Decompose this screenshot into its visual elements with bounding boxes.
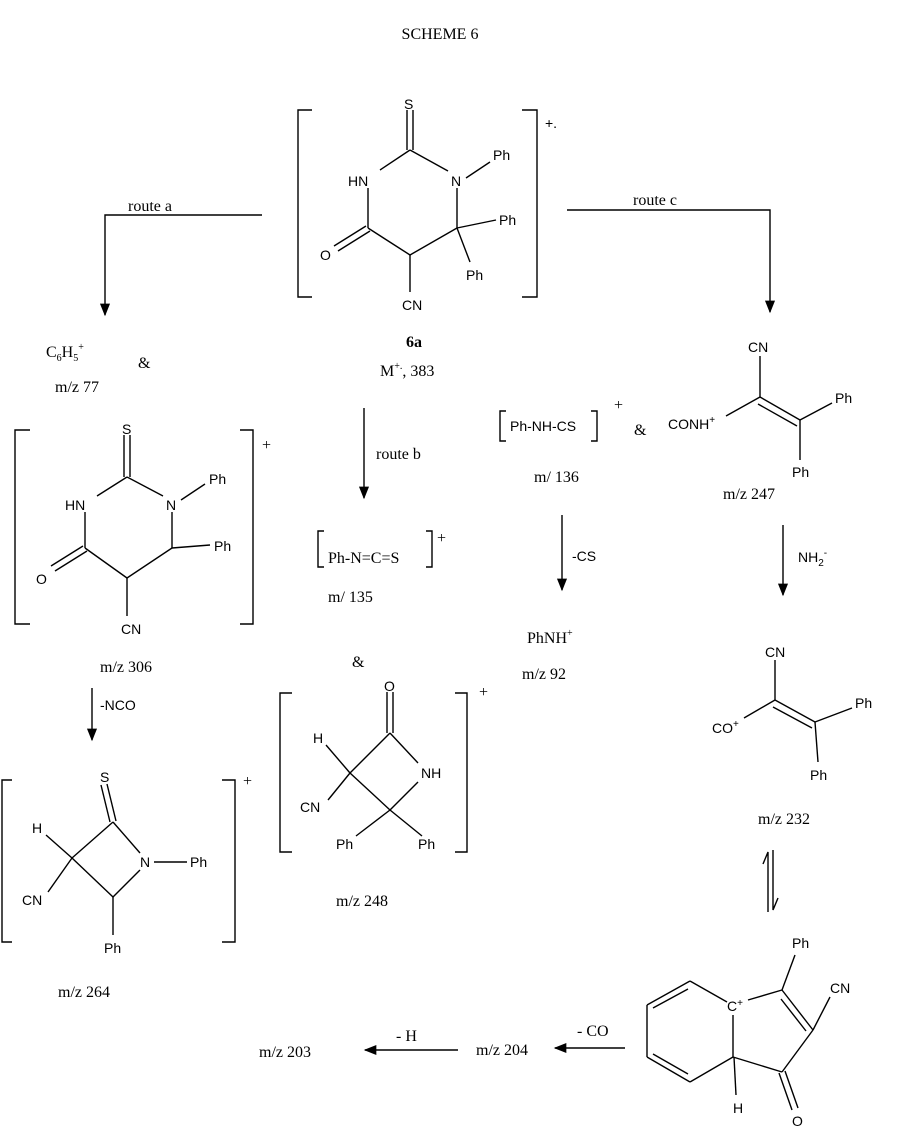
fragment-306-structure: + S HN N Ph Ph O CN xyxy=(14,421,271,637)
mz-77: m/z 77 xyxy=(55,379,99,396)
svg-text:H: H xyxy=(313,730,323,746)
svg-text:S: S xyxy=(100,769,109,785)
svg-text:NH: NH xyxy=(421,765,441,781)
ampersand: & xyxy=(352,654,365,671)
svg-text:Ph: Ph xyxy=(466,267,483,283)
loss-nco-label: -NCO xyxy=(100,697,136,713)
fragment-264-structure: + S H CN N Ph Ph xyxy=(1,769,252,956)
parent-ion-structure: +. S HN N Ph Ph Ph O CN xyxy=(297,96,557,313)
svg-text:N: N xyxy=(140,854,150,870)
svg-text:O: O xyxy=(36,571,47,587)
route-c-arrow xyxy=(567,209,776,314)
svg-text:+: + xyxy=(614,397,623,414)
mz-247: m/z 247 xyxy=(723,486,775,503)
phenyl-cation: C6H5+ xyxy=(46,342,84,364)
svg-text:CN: CN xyxy=(402,297,422,313)
svg-text:HN: HN xyxy=(348,173,368,189)
svg-text:Ph: Ph xyxy=(810,767,827,783)
mz-135: m/ 135 xyxy=(328,589,373,606)
svg-text:C+: C+ xyxy=(727,998,743,1014)
svg-text:CN: CN xyxy=(300,799,320,815)
svg-text:Ph: Ph xyxy=(104,940,121,956)
svg-text:Ph: Ph xyxy=(835,390,852,406)
fragment-232-structure: CN CO+ Ph Ph xyxy=(712,644,872,783)
svg-text:Ph: Ph xyxy=(499,212,516,228)
loss-nh2-label: NH2- xyxy=(798,548,827,569)
ampersand: & xyxy=(634,422,647,439)
svg-text:CN: CN xyxy=(830,980,850,996)
svg-text:+: + xyxy=(479,684,488,701)
fragment-248-structure: + O H NH CN Ph Ph xyxy=(279,678,488,853)
svg-text:H: H xyxy=(32,820,42,836)
loss-h-label: - H xyxy=(396,1028,417,1045)
svg-text:Ph: Ph xyxy=(792,464,809,480)
scheme-title: SCHEME 6 xyxy=(402,26,479,43)
molecular-ion-mass: M+., 383 xyxy=(380,361,434,380)
svg-text:CN: CN xyxy=(748,339,768,355)
isothiocyanate-ion: Ph-N=C=S + xyxy=(317,530,446,568)
svg-text:Ph: Ph xyxy=(336,836,353,852)
svg-text:CN: CN xyxy=(22,892,42,908)
loss-cs-label: -CS xyxy=(572,548,596,564)
mz-136: m/ 136 xyxy=(534,469,579,486)
svg-text:O: O xyxy=(320,247,331,263)
indenone-cation-structure: Ph CN C+ H O xyxy=(646,935,850,1129)
svg-text:N: N xyxy=(166,497,176,513)
svg-text:N: N xyxy=(451,173,461,189)
route-a-arrow xyxy=(99,214,262,317)
svg-text:+: + xyxy=(243,773,252,790)
left-bracket xyxy=(297,109,312,298)
mz-203: m/z 203 xyxy=(259,1044,311,1061)
svg-text:Ph: Ph xyxy=(214,538,231,554)
svg-text:CONH+: CONH+ xyxy=(668,415,715,432)
mz-264: m/z 264 xyxy=(58,984,110,1001)
mz-204: m/z 204 xyxy=(476,1042,528,1059)
mz-92: m/z 92 xyxy=(522,666,566,683)
equilibrium-arrow xyxy=(762,850,779,912)
svg-text:+: + xyxy=(437,530,446,547)
svg-text:Ph-NH-CS: Ph-NH-CS xyxy=(510,418,576,434)
loss-co-label: - CO xyxy=(577,1023,609,1040)
mz-232: m/z 232 xyxy=(758,811,810,828)
svg-text:Ph-N=C=S: Ph-N=C=S xyxy=(328,550,399,567)
compound-label: 6a xyxy=(406,334,422,351)
svg-text:CO+: CO+ xyxy=(712,719,739,736)
svg-text:O: O xyxy=(792,1113,803,1129)
ampersand: & xyxy=(138,355,151,372)
svg-text:CN: CN xyxy=(765,644,785,660)
phenylaminium-ion: PhNH+ xyxy=(527,628,573,647)
svg-text:O: O xyxy=(384,678,395,694)
mz-306: m/z 306 xyxy=(100,659,152,676)
fragment-247-structure: CN CONH+ Ph Ph xyxy=(668,339,852,480)
right-bracket xyxy=(522,109,538,298)
mz-248: m/z 248 xyxy=(336,893,388,910)
route-c-label: route c xyxy=(633,192,677,209)
svg-text:HN: HN xyxy=(65,497,85,513)
svg-text:Ph: Ph xyxy=(418,836,435,852)
svg-text:Ph: Ph xyxy=(792,935,809,951)
svg-text:Ph: Ph xyxy=(190,854,207,870)
svg-text:+: + xyxy=(262,437,271,454)
svg-text:CN: CN xyxy=(121,621,141,637)
route-b-label: route b xyxy=(376,446,421,463)
svg-text:S: S xyxy=(122,421,131,437)
svg-text:H: H xyxy=(733,1100,743,1116)
svg-text:Ph: Ph xyxy=(209,471,226,487)
svg-text:Ph: Ph xyxy=(493,147,510,163)
svg-text:S: S xyxy=(404,96,413,112)
thioamide-ion: Ph-NH-CS + xyxy=(499,397,623,442)
route-a-label: route a xyxy=(128,198,172,215)
svg-text:Ph: Ph xyxy=(855,695,872,711)
radical-cation-charge: +. xyxy=(545,115,557,131)
